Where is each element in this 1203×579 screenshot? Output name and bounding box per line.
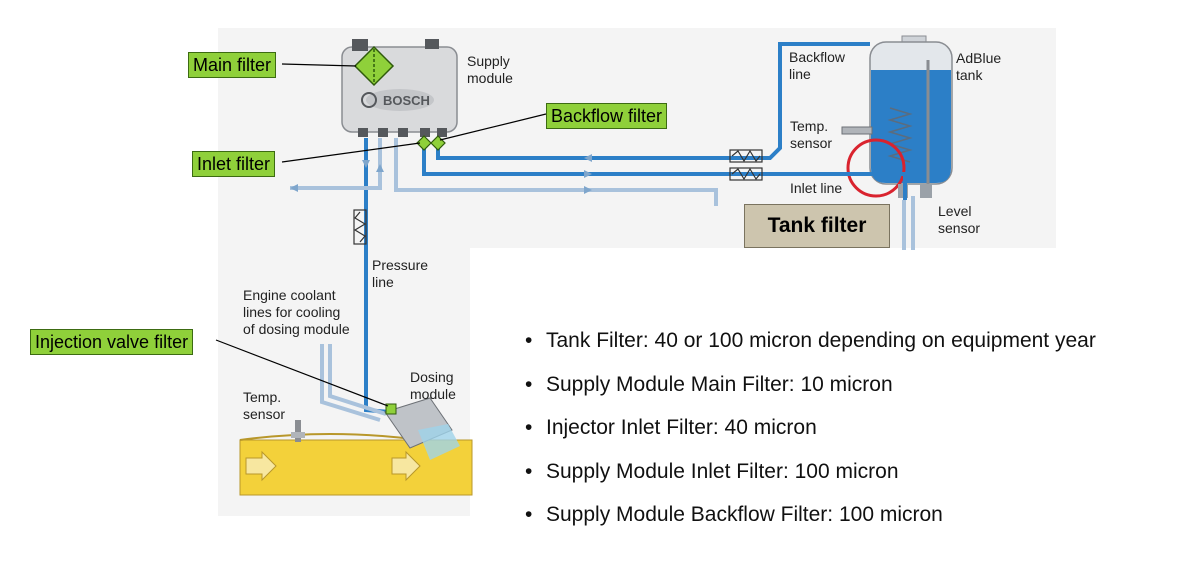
engine-coolant-label-1: Engine coolant: [243, 287, 336, 303]
dosing-module: [384, 397, 460, 460]
supply-module: BOSCH: [341, 39, 458, 137]
line-restrictor-horizontal: [729, 149, 763, 181]
filter-spec-item: Supply Module Main Filter: 10 micron: [525, 370, 1096, 414]
backflow-line-label-2: line: [789, 66, 811, 82]
coolant-lines: [290, 138, 915, 422]
bosch-logo-text: BOSCH: [383, 93, 430, 108]
adblue-tank-label-1: AdBlue: [956, 50, 1001, 66]
injection-valve-filter-callout: Injection valve filter: [30, 329, 194, 355]
filter-spec-list: Tank Filter: 40 or 100 micron depending …: [525, 326, 1096, 544]
exhaust-temp-sensor-icon: [291, 420, 305, 442]
exhaust-flow-arrow-right-icon: [391, 450, 421, 482]
exhaust-temp-sensor-label-1: Temp.: [243, 389, 281, 405]
filter-spec-item: Supply Module Backflow Filter: 100 micro…: [525, 500, 1096, 544]
supply-module-label-2: module: [467, 70, 513, 86]
pressure-line-label-2: line: [372, 274, 394, 290]
engine-coolant-label-3: of dosing module: [243, 321, 350, 337]
filter-spec-item: Injector Inlet Filter: 40 micron: [525, 413, 1096, 457]
inlet-filter-icon: [416, 135, 432, 151]
exhaust-temp-sensor-label-2: sensor: [243, 406, 285, 422]
filter-spec-item: Supply Module Inlet Filter: 100 micron: [525, 457, 1096, 501]
pressure-line-label-1: Pressure: [372, 257, 428, 273]
level-sensor-label-1: Level: [938, 203, 971, 219]
level-sensor-label-2: sensor: [938, 220, 980, 236]
adblue-tank: [869, 35, 953, 196]
dosing-module-label-1: Dosing: [410, 369, 454, 385]
dosing-module-label-2: module: [410, 386, 456, 402]
tank-temp-sensor-icon: [841, 126, 873, 135]
tank-filter-callout: Tank filter: [744, 204, 890, 248]
backflow-filter-callout: Backflow filter: [546, 103, 668, 129]
backflow-line-label-1: Backflow: [789, 49, 846, 65]
engine-coolant-label-2: lines for cooling: [243, 304, 340, 320]
inlet-line-label: Inlet line: [790, 180, 842, 196]
tank-temp-sensor-label-1: Temp.: [790, 118, 828, 134]
tank-filter-highlight: [846, 138, 906, 198]
supply-module-label-1: Supply: [467, 53, 510, 69]
adblue-tank-label-2: tank: [956, 67, 983, 83]
injection-valve-filter-icon: [385, 403, 397, 415]
filter-spec-item: Tank Filter: 40 or 100 micron depending …: [525, 326, 1096, 370]
tank-temp-sensor-label-2: sensor: [790, 135, 832, 151]
inlet-filter-callout: Inlet filter: [192, 151, 276, 177]
line-restrictor-vertical: [353, 209, 367, 245]
callout-pointers: [215, 63, 547, 407]
flow-arrows: [290, 154, 592, 194]
main-filter-callout: Main filter: [188, 52, 277, 78]
exhaust-flow-arrow-left-icon: [245, 450, 277, 482]
